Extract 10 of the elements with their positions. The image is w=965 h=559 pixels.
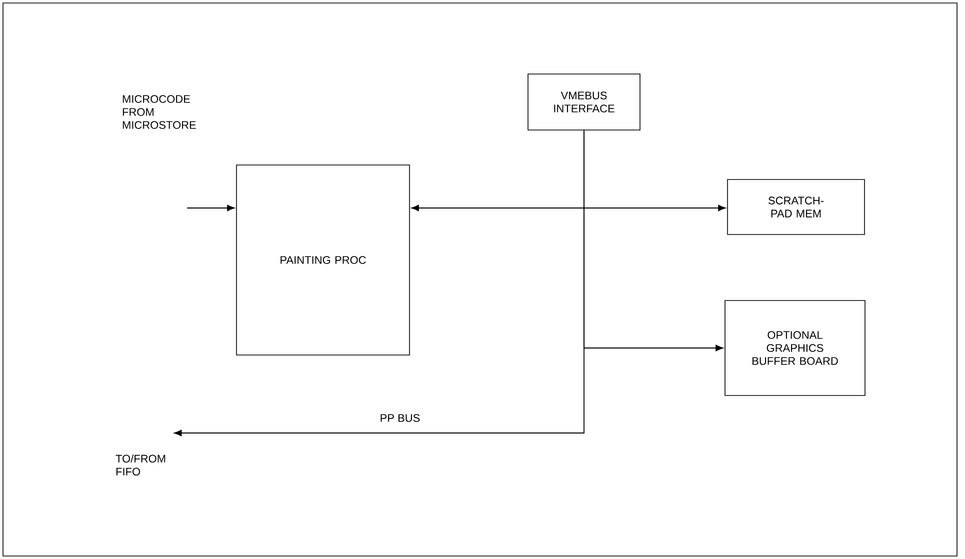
block-box: OPTIONAL GRAPHICS BUFFER BOARD (724, 300, 866, 396)
block-box: VMEBUS INTERFACE (528, 74, 640, 130)
text-label: TO/FROM FIFO (116, 454, 166, 476)
arrow (186, 204, 235, 212)
text-label: MICROCODE FROM MICROSTORE (122, 95, 196, 129)
arrow (411, 204, 726, 212)
edge-label: PP BUS (378, 413, 422, 423)
arrow (174, 130, 584, 436)
block-box: SCRATCH-PAD MEM (727, 179, 865, 235)
block-box: PAINTING PROC (236, 164, 410, 356)
